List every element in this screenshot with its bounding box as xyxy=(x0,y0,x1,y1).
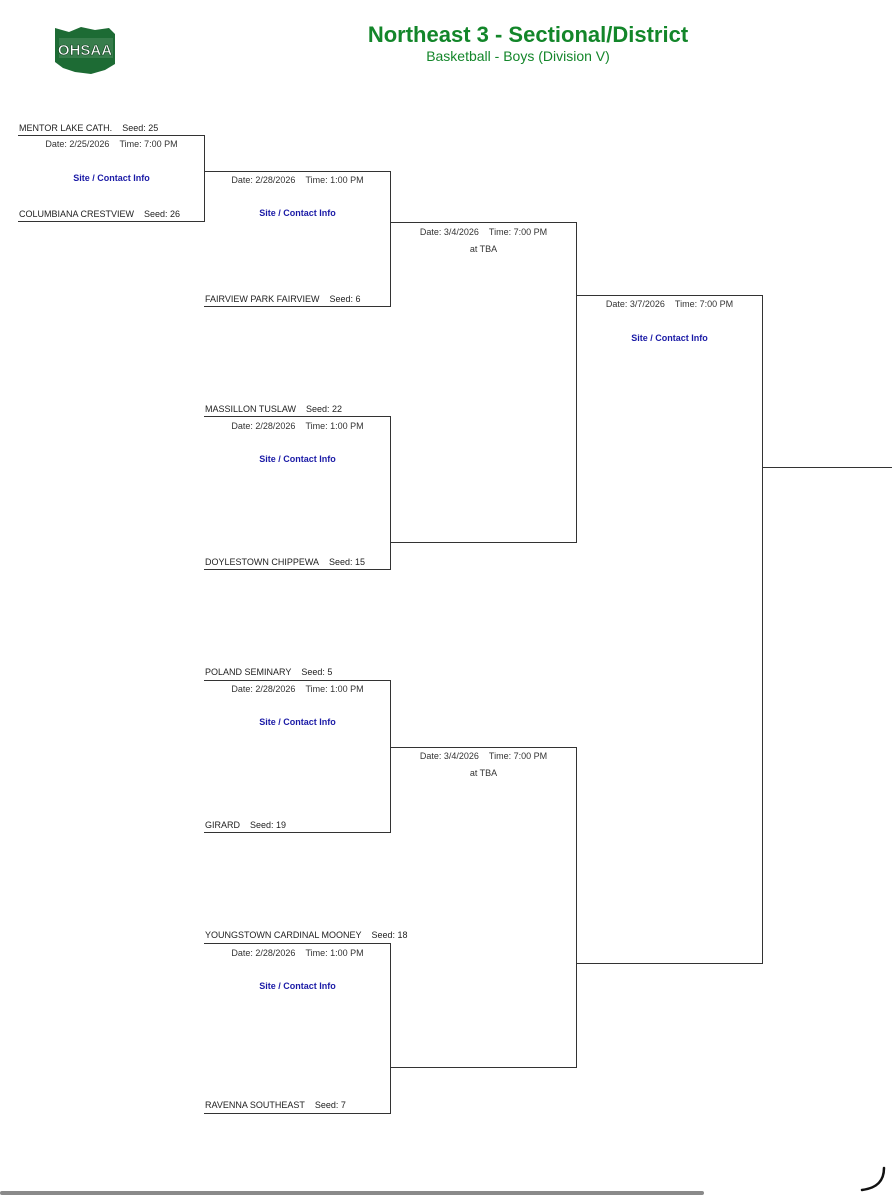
site-contact-link[interactable]: Site / Contact Info xyxy=(259,717,336,727)
game-date: Date: 2/28/2026 xyxy=(231,684,296,694)
game-date: Date: 3/7/2026 xyxy=(605,299,665,309)
game-date: Date: 3/4/2026 xyxy=(419,227,479,237)
team-massillon-tuslaw: MASSILLON TUSLAW Seed: 22 xyxy=(205,404,342,414)
game-date: Date: 3/4/2026 xyxy=(419,751,479,761)
site-contact-link[interactable]: Site / Contact Info xyxy=(259,454,336,464)
game-time: Time: 7:00 PM xyxy=(488,751,548,761)
bracket-line xyxy=(204,569,391,570)
game-date: Date: 2/28/2026 xyxy=(231,421,296,431)
team-name: FAIRVIEW PARK FAIRVIEW xyxy=(205,294,320,304)
game-date: Date: 2/28/2026 xyxy=(231,948,296,958)
team-seed: Seed: 22 xyxy=(306,404,343,414)
game-datetime: Date: 2/25/2026 Time: 7:00 PM xyxy=(18,139,205,149)
site-contact-link[interactable]: Site / Contact Info xyxy=(259,208,336,218)
game-time: Time: 1:00 PM xyxy=(305,175,364,185)
bracket-line xyxy=(204,416,391,417)
team-name: RAVENNA SOUTHEAST xyxy=(205,1100,305,1110)
bracket-line xyxy=(390,747,577,748)
bracket-line xyxy=(18,135,205,136)
game-datetime: Date: 2/28/2026 Time: 1:00 PM xyxy=(204,948,391,958)
team-seed: Seed: 7 xyxy=(314,1100,346,1110)
team-ravenna-southeast: RAVENNA SOUTHEAST Seed: 7 xyxy=(205,1100,346,1110)
game-datetime: Date: 2/28/2026 Time: 1:00 PM xyxy=(204,175,391,185)
team-name: MENTOR LAKE CATH. xyxy=(19,123,113,133)
page-title: Northeast 3 - Sectional/District xyxy=(367,22,689,47)
bracket-connector xyxy=(576,747,577,1068)
bracket-connector xyxy=(390,943,391,1114)
team-seed: Seed: 19 xyxy=(250,820,287,830)
bracket-line xyxy=(576,295,763,296)
team-seed: Seed: 6 xyxy=(329,294,361,304)
bracket-line xyxy=(204,832,391,833)
team-seed: Seed: 18 xyxy=(371,930,408,940)
game-time: Time: 1:00 PM xyxy=(305,421,364,431)
game-time: Time: 7:00 PM xyxy=(119,139,178,149)
team-name: COLUMBIANA CRESTVIEW xyxy=(19,209,135,219)
bracket-connector xyxy=(576,222,577,543)
game-time: Time: 7:00 PM xyxy=(674,299,734,309)
bracket-line xyxy=(390,1067,577,1068)
game-time: Time: 1:00 PM xyxy=(305,948,364,958)
bracket-line xyxy=(204,171,391,172)
resize-handle-icon[interactable] xyxy=(858,1164,888,1194)
bracket-connector xyxy=(390,171,391,307)
game-datetime: Date: 3/4/2026 Time: 7:00 PM xyxy=(390,751,577,761)
team-name: DOYLESTOWN CHIPPEWA xyxy=(205,557,320,567)
team-seed: Seed: 5 xyxy=(301,667,333,677)
bracket-connector xyxy=(390,680,391,833)
team-name: MASSILLON TUSLAW xyxy=(205,404,297,414)
winner-line xyxy=(762,467,892,468)
bracket-line xyxy=(204,1113,391,1114)
team-seed: Seed: 25 xyxy=(122,123,159,133)
team-mentor-lake-cath: MENTOR LAKE CATH. Seed: 25 xyxy=(19,123,158,133)
bracket-line xyxy=(18,221,205,222)
game-datetime: Date: 2/28/2026 Time: 1:00 PM xyxy=(204,421,391,431)
team-name: POLAND SEMINARY xyxy=(205,667,292,677)
game-date: Date: 2/28/2026 xyxy=(231,175,296,185)
page-subtitle: Basketball - Boys (Division V) xyxy=(426,48,610,64)
game-site: at TBA xyxy=(469,244,498,254)
team-youngstown-cardinal-mooney: YOUNGSTOWN CARDINAL MOONEY Seed: 18 xyxy=(205,930,408,940)
game-time: Time: 1:00 PM xyxy=(305,684,364,694)
team-name: YOUNGSTOWN CARDINAL MOONEY xyxy=(205,930,362,940)
team-fairview-park-fairview: FAIRVIEW PARK FAIRVIEW Seed: 6 xyxy=(205,294,361,304)
game-datetime: Date: 3/7/2026 Time: 7:00 PM xyxy=(576,299,763,309)
bracket-connector xyxy=(390,416,391,570)
team-columbiana-crestview: COLUMBIANA CRESTVIEW Seed: 26 xyxy=(19,209,180,219)
team-doylestown-chippewa: DOYLESTOWN CHIPPEWA Seed: 15 xyxy=(205,557,365,567)
bracket-connector xyxy=(204,135,205,222)
ohsaa-logo: OHSAA xyxy=(49,24,121,76)
team-name: GIRARD xyxy=(205,820,241,830)
bracket-line xyxy=(390,222,577,223)
logo-text: OHSAA xyxy=(58,42,112,59)
bracket-line xyxy=(204,943,391,944)
game-date: Date: 2/25/2026 xyxy=(45,139,110,149)
bracket-line xyxy=(390,542,577,543)
bracket-line xyxy=(204,306,391,307)
bracket-connector xyxy=(762,295,763,964)
game-site: at TBA xyxy=(469,768,498,778)
bracket-line xyxy=(204,680,391,681)
horizontal-scrollbar[interactable] xyxy=(0,1191,704,1195)
team-girard: GIRARD Seed: 19 xyxy=(205,820,286,830)
site-contact-link[interactable]: Site / Contact Info xyxy=(631,333,708,343)
bracket-line xyxy=(576,963,763,964)
game-datetime: Date: 3/4/2026 Time: 7:00 PM xyxy=(390,227,577,237)
team-seed: Seed: 26 xyxy=(144,209,181,219)
site-contact-link[interactable]: Site / Contact Info xyxy=(259,981,336,991)
team-poland-seminary: POLAND SEMINARY Seed: 5 xyxy=(205,667,332,677)
team-seed: Seed: 15 xyxy=(329,557,366,567)
game-datetime: Date: 2/28/2026 Time: 1:00 PM xyxy=(204,684,391,694)
site-contact-link[interactable]: Site / Contact Info xyxy=(73,173,150,183)
game-time: Time: 7:00 PM xyxy=(488,227,548,237)
